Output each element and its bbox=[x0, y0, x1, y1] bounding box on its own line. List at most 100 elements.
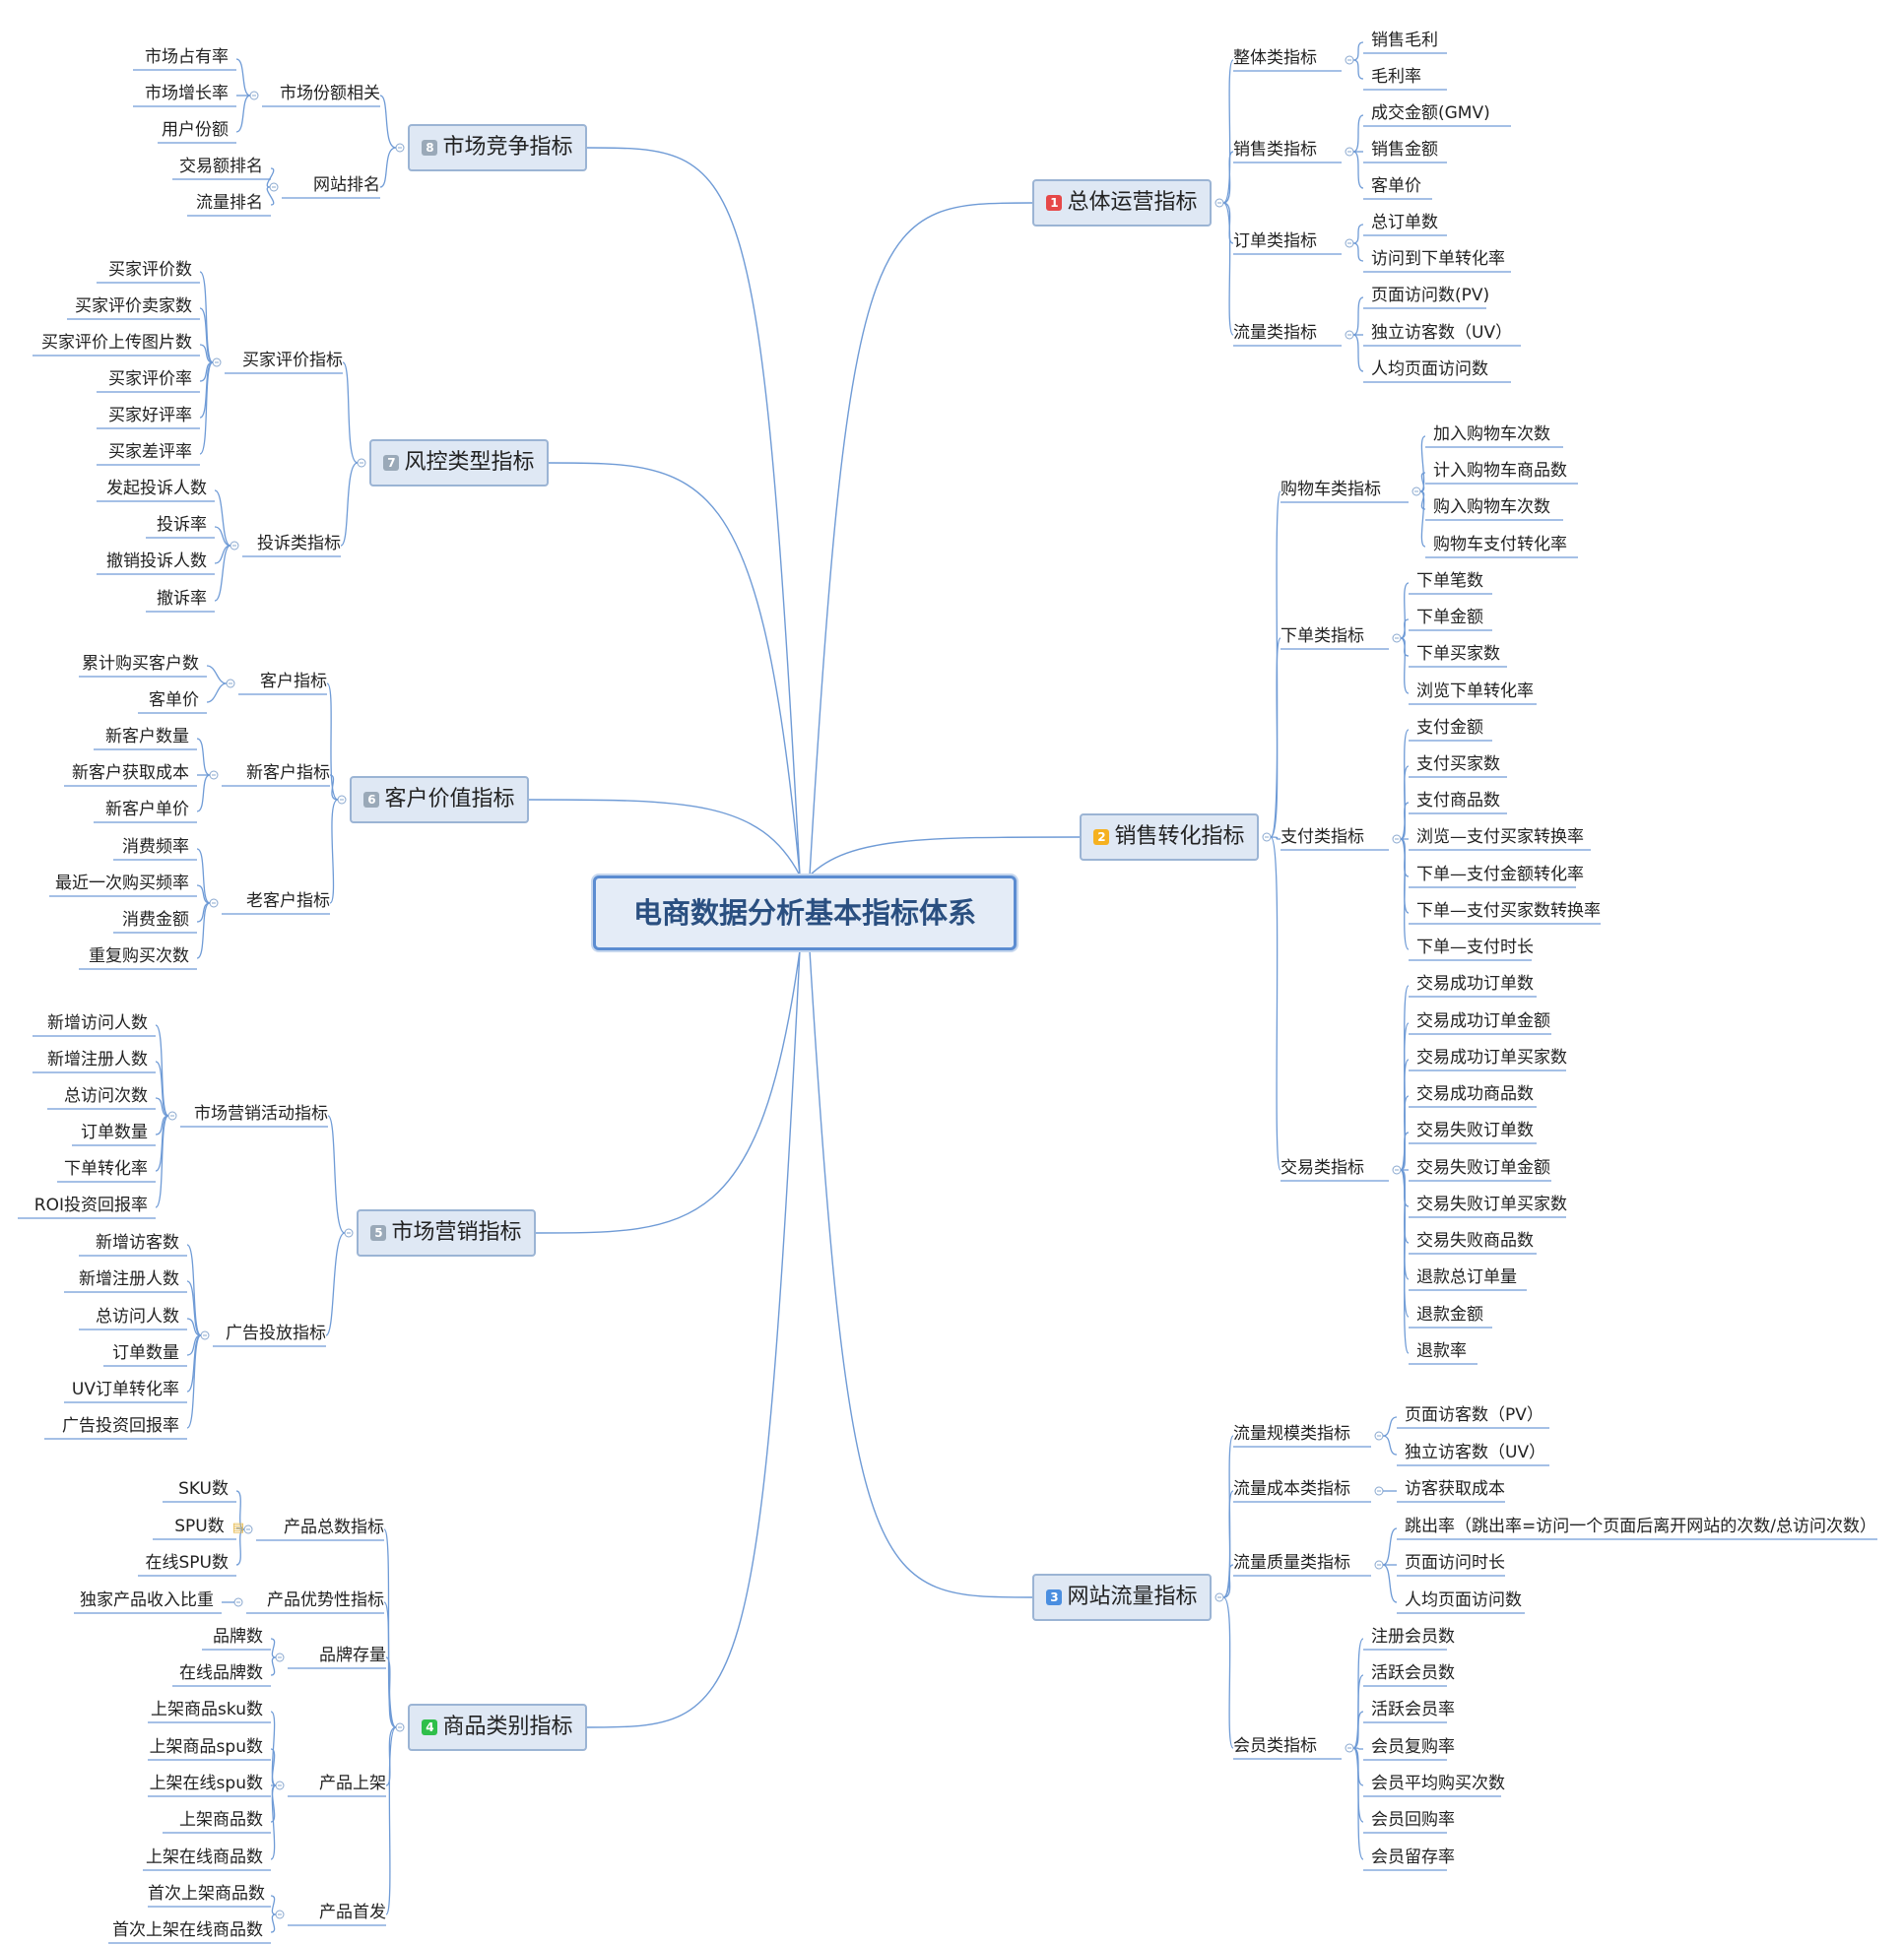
leaf-topic[interactable]: 下单买家数 bbox=[1416, 644, 1507, 666]
leaf-topic[interactable]: 新客户数量 bbox=[94, 727, 189, 748]
leaf-topic[interactable]: UV订单转化率 bbox=[64, 1380, 179, 1401]
leaf-topic[interactable]: 加入购物车次数 bbox=[1433, 424, 1563, 446]
leaf-topic[interactable]: 访问到下单转化率 bbox=[1371, 249, 1511, 271]
leaf-topic[interactable]: 市场增长率 bbox=[133, 84, 229, 105]
group-topic[interactable]: 购物车类指标 bbox=[1280, 480, 1409, 501]
group-topic[interactable]: 品牌存量 bbox=[288, 1646, 386, 1667]
leaf-topic[interactable]: 注册会员数 bbox=[1371, 1627, 1455, 1649]
group-topic[interactable]: 买家评价指标 bbox=[225, 351, 343, 372]
leaf-topic[interactable]: 销售毛利 bbox=[1371, 31, 1447, 52]
group-topic[interactable]: 会员类指标 bbox=[1233, 1736, 1342, 1758]
group-topic[interactable]: 产品首发 bbox=[288, 1903, 386, 1924]
leaf-topic[interactable]: 买家差评率 bbox=[97, 442, 192, 464]
leaf-topic[interactable]: 独家产品收入比重 bbox=[74, 1590, 214, 1612]
leaf-topic[interactable]: 下单转化率 bbox=[57, 1159, 148, 1181]
leaf-topic[interactable]: 会员复购率 bbox=[1371, 1737, 1455, 1759]
leaf-topic[interactable]: 订单数量 bbox=[72, 1123, 148, 1144]
group-topic[interactable]: 流量成本类指标 bbox=[1233, 1479, 1371, 1501]
leaf-topic[interactable]: 首次上架商品数 bbox=[148, 1884, 265, 1906]
leaf-topic[interactable]: 客单价 bbox=[1371, 176, 1432, 198]
leaf-topic[interactable]: ROI投资回报率 bbox=[18, 1196, 148, 1217]
leaf-topic[interactable]: 最近一次购买频率 bbox=[49, 874, 189, 895]
group-topic[interactable]: 市场份额相关 bbox=[262, 84, 380, 105]
leaf-topic[interactable]: 购入购物车次数 bbox=[1433, 497, 1563, 519]
group-topic[interactable]: 整体类指标 bbox=[1233, 48, 1342, 70]
group-topic[interactable]: 订单类指标 bbox=[1233, 231, 1342, 253]
leaf-topic[interactable]: 累计购买客户数 bbox=[79, 654, 199, 676]
group-topic[interactable]: 流量规模类指标 bbox=[1233, 1424, 1371, 1446]
leaf-topic[interactable]: 购物车支付转化率 bbox=[1433, 535, 1578, 556]
leaf-topic[interactable]: 访客获取成本 bbox=[1405, 1479, 1505, 1501]
leaf-topic[interactable]: 下单笔数 bbox=[1416, 571, 1492, 593]
leaf-topic[interactable]: 支付金额 bbox=[1416, 718, 1492, 740]
leaf-topic[interactable]: 浏览—支付买家转换率 bbox=[1416, 827, 1591, 849]
leaf-topic[interactable]: 客单价 bbox=[138, 690, 199, 712]
leaf-topic[interactable]: 支付买家数 bbox=[1416, 754, 1507, 776]
group-topic[interactable]: 销售类指标 bbox=[1233, 140, 1342, 162]
leaf-topic[interactable]: 销售金额 bbox=[1371, 140, 1447, 162]
leaf-topic[interactable]: 交易成功订单买家数 bbox=[1416, 1048, 1567, 1070]
group-topic[interactable]: 产品总数指标 bbox=[256, 1518, 384, 1539]
leaf-topic[interactable]: 用户份额 bbox=[158, 120, 229, 142]
group-topic[interactable]: 产品优势性指标 bbox=[246, 1590, 384, 1612]
leaf-topic[interactable]: 下单—支付买家数转换率 bbox=[1416, 901, 1601, 923]
group-topic[interactable]: 老客户指标 bbox=[222, 891, 330, 913]
group-topic[interactable]: 广告投放指标 bbox=[213, 1324, 326, 1345]
group-topic[interactable]: 投诉类指标 bbox=[242, 534, 341, 555]
leaf-topic[interactable]: 新增访客数 bbox=[79, 1233, 179, 1255]
leaf-topic[interactable]: 新客户单价 bbox=[94, 800, 189, 821]
leaf-topic[interactable]: 退款率 bbox=[1416, 1341, 1477, 1363]
leaf-topic[interactable]: 市场占有率 bbox=[133, 47, 229, 69]
group-topic[interactable]: 交易类指标 bbox=[1280, 1158, 1389, 1180]
group-topic[interactable]: 市场营销活动指标 bbox=[180, 1104, 328, 1126]
leaf-topic[interactable]: 重复购买次数 bbox=[79, 946, 189, 968]
leaf-topic[interactable]: 成交金额(GMV) bbox=[1371, 103, 1511, 125]
leaf-topic[interactable]: 上架在线商品数 bbox=[143, 1848, 263, 1869]
leaf-topic[interactable]: 上架在线spu数 bbox=[148, 1774, 263, 1795]
leaf-topic[interactable]: 浏览下单转化率 bbox=[1416, 681, 1537, 703]
leaf-topic[interactable]: 交易失败订单金额 bbox=[1416, 1158, 1551, 1180]
leaf-topic[interactable]: 发起投诉人数 bbox=[97, 479, 207, 500]
root-topic[interactable]: 电商数据分析基本指标体系 bbox=[593, 875, 1017, 950]
leaf-topic[interactable]: 上架商品sku数 bbox=[148, 1700, 263, 1721]
leaf-topic[interactable]: 交易成功订单数 bbox=[1416, 974, 1537, 996]
leaf-topic[interactable]: 在线品牌数 bbox=[172, 1663, 263, 1685]
note-icon[interactable]: ▤ bbox=[231, 1521, 244, 1535]
leaf-topic[interactable]: 上架商品数 bbox=[163, 1810, 263, 1832]
leaf-topic[interactable]: 下单—支付时长 bbox=[1416, 938, 1534, 959]
leaf-topic[interactable]: 计入购物车商品数 bbox=[1433, 461, 1578, 483]
leaf-topic[interactable]: 退款金额 bbox=[1416, 1305, 1492, 1327]
leaf-topic[interactable]: SPU数▤ bbox=[147, 1517, 244, 1538]
leaf-topic[interactable]: 会员回购率 bbox=[1371, 1810, 1455, 1832]
leaf-topic[interactable]: 支付商品数 bbox=[1416, 791, 1507, 812]
leaf-topic[interactable]: 独立访客数（UV） bbox=[1371, 323, 1521, 345]
group-topic[interactable]: 产品上架 bbox=[288, 1774, 386, 1795]
group-topic[interactable]: 新客户指标 bbox=[222, 763, 330, 785]
leaf-topic[interactable]: 人均页面访问数 bbox=[1371, 359, 1511, 381]
leaf-topic[interactable]: 活跃会员率 bbox=[1371, 1700, 1455, 1721]
leaf-topic[interactable]: 会员留存率 bbox=[1371, 1848, 1455, 1869]
leaf-topic[interactable]: 新客户获取成本 bbox=[64, 763, 189, 785]
leaf-topic[interactable]: 总访问人数 bbox=[79, 1307, 179, 1329]
leaf-topic[interactable]: 新增注册人数 bbox=[33, 1050, 148, 1071]
leaf-topic[interactable]: 交易失败订单数 bbox=[1416, 1121, 1537, 1142]
leaf-topic[interactable]: 广告投资回报率 bbox=[44, 1416, 179, 1438]
leaf-topic[interactable]: SKU数 bbox=[163, 1479, 229, 1501]
group-topic[interactable]: 下单类指标 bbox=[1280, 626, 1389, 648]
leaf-topic[interactable]: 消费金额 bbox=[113, 910, 189, 932]
leaf-topic[interactable]: 总访问次数 bbox=[47, 1086, 148, 1108]
leaf-topic[interactable]: 订单数量 bbox=[103, 1343, 179, 1365]
leaf-topic[interactable]: 撤销投诉人数 bbox=[97, 551, 207, 573]
leaf-topic[interactable]: 买家评价数 bbox=[97, 260, 192, 282]
leaf-topic[interactable]: 买家好评率 bbox=[97, 406, 192, 427]
leaf-topic[interactable]: 品牌数 bbox=[202, 1627, 263, 1649]
leaf-topic[interactable]: 下单金额 bbox=[1416, 608, 1492, 629]
